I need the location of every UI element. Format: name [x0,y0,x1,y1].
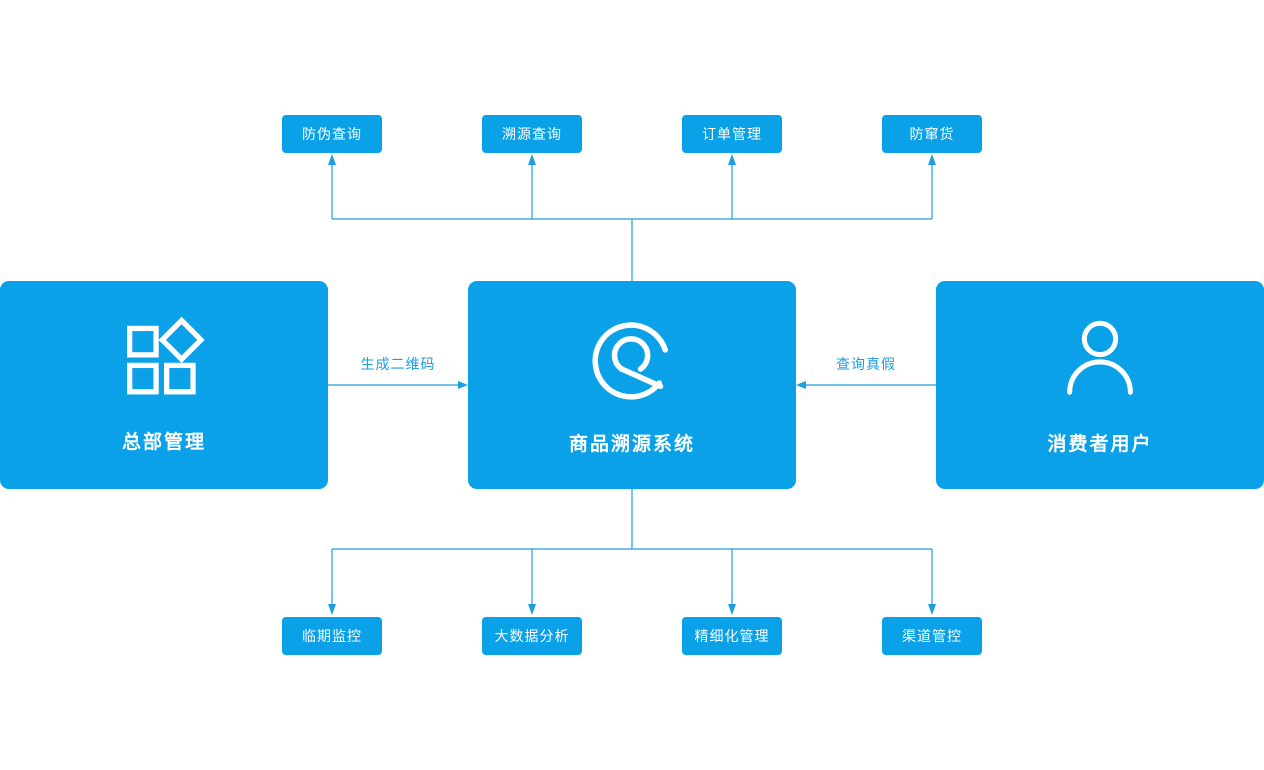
node-headquarters-management: 总部管理 [0,281,328,489]
node-trace-query: 溯源查询 [482,115,582,153]
node-label: 溯源查询 [502,126,562,142]
node-order-management: 订单管理 [682,115,782,153]
arrowhead-down-1 [328,604,336,615]
node-label: 临期监控 [302,628,362,644]
node-label: 总部管理 [121,431,206,453]
arrowhead-up-3 [728,154,736,165]
arrowhead-right [458,381,468,389]
trace-search-icon [592,321,668,400]
node-near-expiry-monitoring: 临期监控 [282,617,382,655]
node-refined-management: 精细化管理 [682,617,782,655]
node-label: 防窜货 [909,126,955,142]
node-label: 大数据分析 [494,628,570,644]
edge-label-generate-qrcode: 生成二维码 [360,356,436,372]
arrowhead-down-3 [728,604,736,615]
node-label: 渠道管控 [902,628,962,644]
node-product-trace-system: 商品溯源系统 [468,281,796,489]
node-label: 消费者用户 [1047,433,1153,455]
node-label: 商品溯源系统 [568,433,695,455]
node-anti-channel-diversion: 防窜货 [882,115,982,153]
arrowhead-left [796,381,806,389]
arrowhead-up-2 [528,154,536,165]
node-big-data-analysis: 大数据分析 [482,617,582,655]
node-label: 订单管理 [702,126,762,142]
node-channel-control: 渠道管控 [882,617,982,655]
arrowhead-down-2 [528,604,536,615]
arrowhead-up-4 [928,154,936,165]
node-label: 防伪查询 [302,126,362,142]
edge-label-query-authenticity: 查询真假 [836,356,896,372]
arrowhead-up-1 [328,154,336,165]
apps-grid-icon [127,316,205,394]
node-anti-counterfeit-query: 防伪查询 [282,115,382,153]
arrowhead-down-4 [928,604,936,615]
node-consumer-user: 消费者用户 [936,281,1264,489]
user-icon [1067,320,1133,395]
node-label: 精细化管理 [694,628,770,644]
